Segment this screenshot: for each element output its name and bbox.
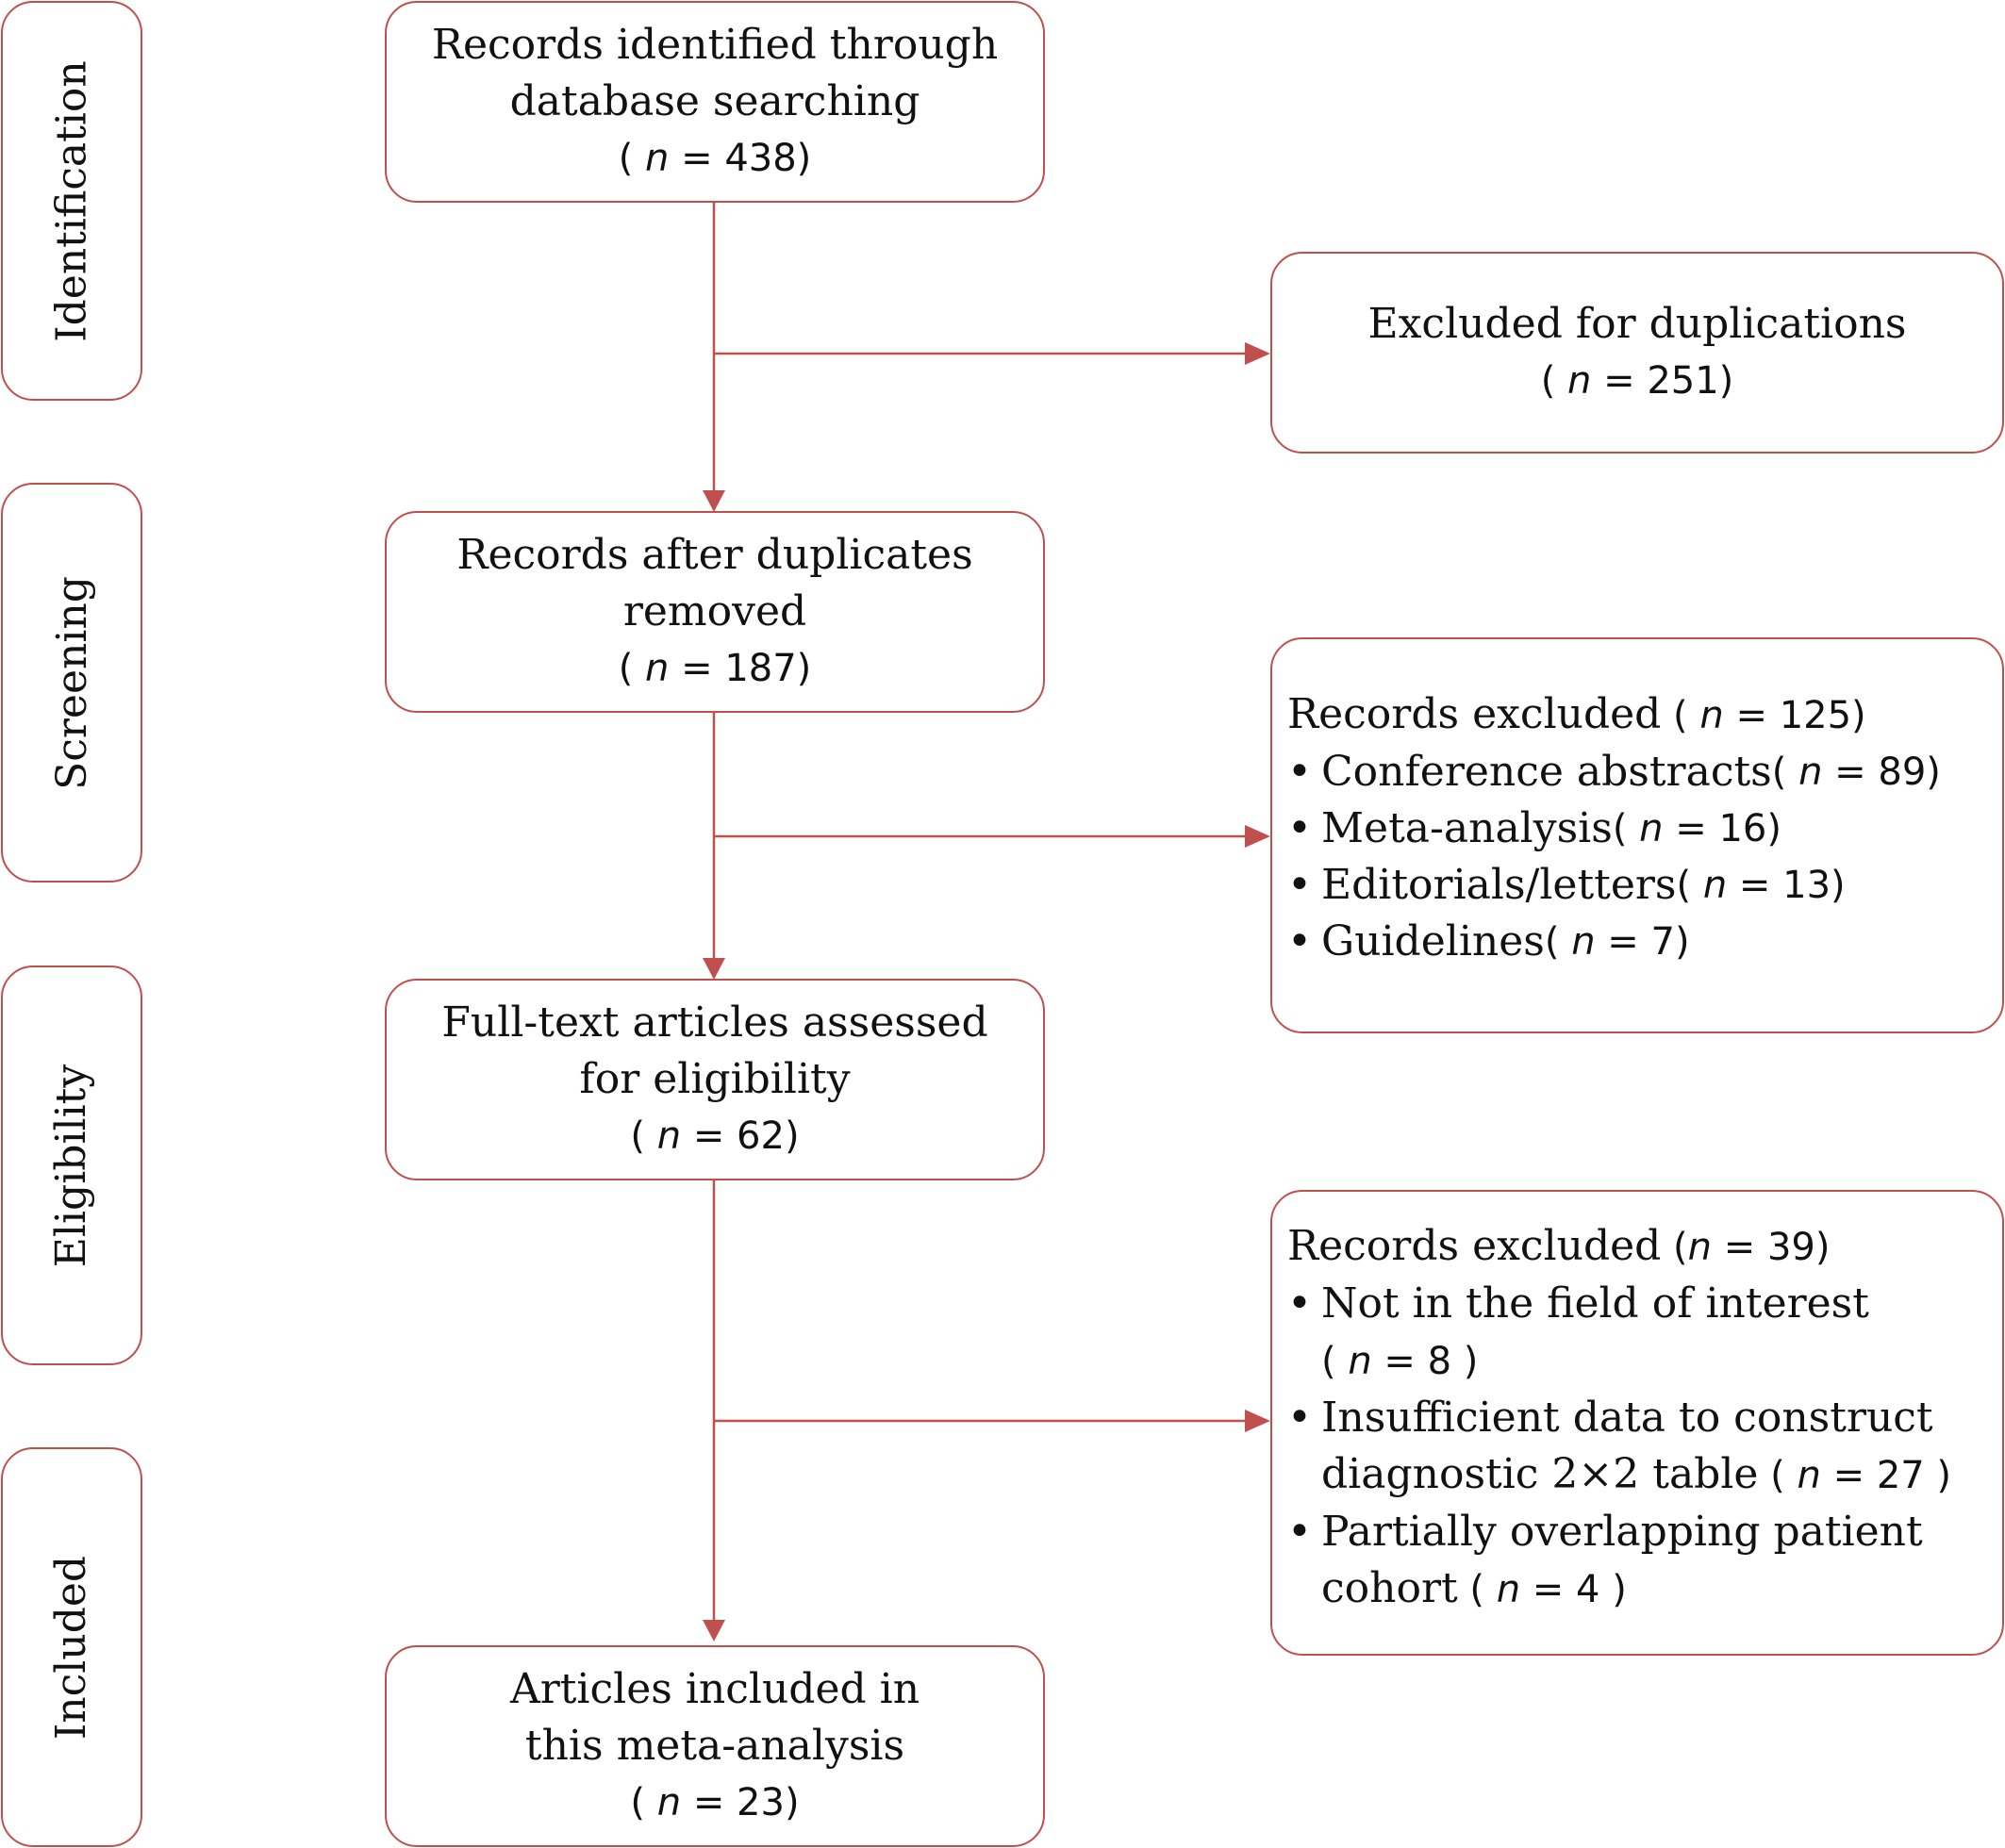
box-text-line: this meta-analysis (524, 1722, 905, 1770)
phase-label-screening: Screening (47, 575, 96, 790)
list-item: •Guidelines ( n = 7) (1287, 917, 1690, 965)
list-item: •Conference abstracts ( n = 89) (1287, 748, 1941, 796)
phase-eligibility: Eligibility (1, 965, 142, 1365)
box-count: ( n = 187) (618, 647, 812, 690)
list-item: •Meta-analysis ( n = 16) (1287, 804, 1781, 852)
phase-label-identification: Identification (47, 59, 96, 342)
arrowhead-right-3 (1245, 1410, 1270, 1432)
box-text-line: Articles included in (509, 1665, 920, 1713)
box-text-line: Full-text articles assessed (441, 998, 988, 1047)
box-records-excluded-screening: Records excluded ( n = 125) •Conference … (1270, 637, 2004, 1033)
box-text-line: Records after duplicates (456, 531, 973, 579)
arrowhead-down-1 (703, 490, 725, 512)
list-item: •Insufficient data to construct (1287, 1394, 1933, 1442)
box-records-excluded-eligibility: Records excluded (n = 39) •Not in the fi… (1270, 1190, 2004, 1656)
box-count: ( n = 438) (618, 137, 812, 180)
list-item-continuation: cohort ( n = 4 ) (1321, 1564, 1627, 1612)
box-full-text-assessed: Full-text articles assessed for eligibil… (385, 979, 1045, 1180)
box-text-line: Excluded for duplications (1367, 300, 1907, 348)
arrowhead-right-2 (1245, 825, 1270, 848)
arrowhead-down-3 (703, 1620, 725, 1642)
box-text-line: database searching (509, 77, 920, 125)
box-text-line: for eligibility (579, 1055, 851, 1103)
box-records-identified: Records identified through database sear… (385, 1, 1045, 203)
phase-identification: Identification (1, 1, 142, 401)
list-item: •Partially overlapping patient (1287, 1508, 1923, 1556)
box-excluded-duplications: Excluded for duplications ( n = 251) (1270, 252, 2004, 454)
box-count: ( n = 23) (630, 1781, 800, 1824)
box-count: ( n = 62) (630, 1114, 800, 1158)
list-item: •Editorials/letters ( n = 13) (1287, 861, 1846, 909)
phase-label-eligibility: Eligibility (47, 1064, 96, 1267)
phase-included: Included (1, 1447, 142, 1847)
arrowhead-down-2 (703, 958, 725, 980)
box-articles-included: Articles included in this meta-analysis … (385, 1645, 1045, 1847)
arrowhead-right-1 (1245, 342, 1270, 365)
phase-label-included: Included (47, 1555, 96, 1740)
list-item-continuation: diagnostic 2×2 table ( n = 27 ) (1321, 1450, 1952, 1498)
list-heading: Records excluded ( n = 125) (1287, 690, 1866, 738)
list-heading: Records excluded (n = 39) (1287, 1222, 1831, 1270)
box-records-after-duplicates: Records after duplicates removed ( n = 1… (385, 511, 1045, 713)
box-count: ( n = 251) (1540, 359, 1734, 403)
box-text-line: Records identified through (431, 21, 999, 69)
box-text-line: removed (622, 587, 807, 635)
list-item: •Not in the field of interest (1287, 1279, 1869, 1328)
phase-screening: Screening (1, 483, 142, 883)
list-item-continuation: ( n = 8 ) (1321, 1340, 1479, 1383)
